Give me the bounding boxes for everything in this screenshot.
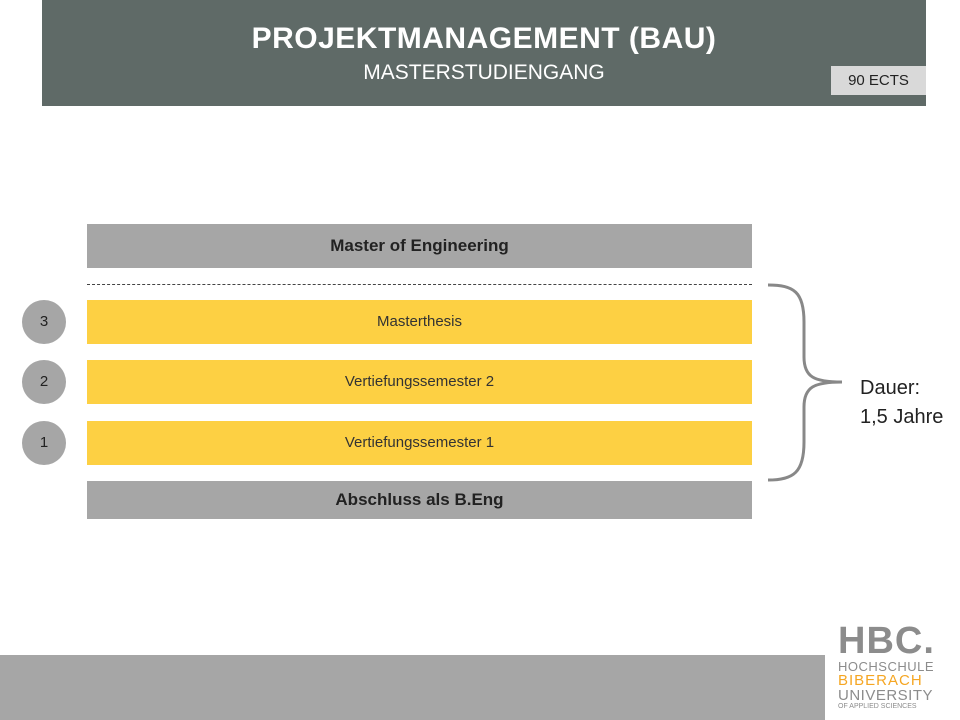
semester-bar-2: Vertiefungssemester 2 xyxy=(87,360,752,404)
semester-number-2: 2 xyxy=(22,360,66,404)
semester-number-1: 1 xyxy=(22,421,66,465)
degree-bar: Master of Engineering xyxy=(87,224,752,268)
header-banner: PROJEKTMANAGEMENT (BAU) MASTERSTUDIENGAN… xyxy=(42,0,926,106)
university-logo: HBC. HOCHSCHULE BIBERACH UNIVERSITY OF A… xyxy=(838,620,935,710)
page-subtitle: MASTERSTUDIENGANG xyxy=(363,61,605,84)
semester-bar-3: Masterthesis xyxy=(87,300,752,344)
footer-bar xyxy=(0,655,825,720)
duration-label: Dauer: xyxy=(860,377,921,399)
semester-bar-1: Vertiefungssemester 1 xyxy=(87,421,752,465)
ects-badge: 90 ECTS xyxy=(831,66,926,95)
duration-text: Dauer: 1,5 Jahre xyxy=(860,374,943,432)
duration-value: 1,5 Jahre xyxy=(860,406,944,428)
page-title: PROJEKTMANAGEMENT (BAU) xyxy=(251,22,717,55)
prerequisite-bar: Abschluss als B.Eng xyxy=(87,481,752,519)
dashed-divider xyxy=(87,284,752,285)
curly-brace-icon xyxy=(767,283,843,482)
semester-number-3: 3 xyxy=(22,300,66,344)
